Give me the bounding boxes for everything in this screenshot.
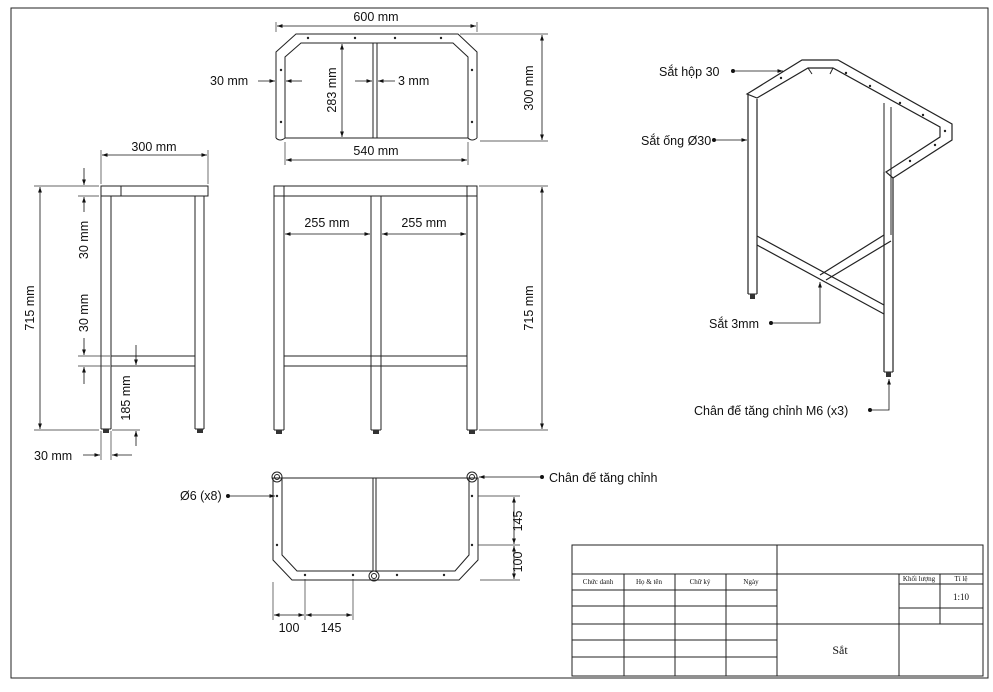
bottom-h145-dim: 145 bbox=[321, 621, 342, 635]
tb-header-date: Ngày bbox=[743, 578, 759, 586]
iso-view: Sắt hộp 30 Sắt ống Ø30 Sắt 3mm Chân đế t… bbox=[641, 59, 953, 418]
top-depth-dim: 300 mm bbox=[522, 65, 536, 110]
side-width-dim: 300 mm bbox=[131, 140, 176, 154]
top-center-bar-dim: 3 mm bbox=[398, 74, 429, 88]
front-height-dim: 715 mm bbox=[522, 285, 536, 330]
tb-mass-label: Khối lượng bbox=[903, 575, 936, 583]
top-tube-dim: 30 mm bbox=[210, 74, 248, 88]
sheet-border bbox=[10, 7, 989, 679]
side-foot-dim: 30 mm bbox=[34, 449, 72, 463]
side-top-tube-dim: 30 mm bbox=[77, 221, 91, 259]
leveling-foot-label: Chân đế tăng chỉnh bbox=[549, 471, 657, 485]
pipe-steel-label: Sắt ống Ø30 bbox=[641, 133, 711, 148]
box-steel-label: Sắt hộp 30 bbox=[659, 64, 720, 79]
bottom-view: Ø6 (x8) Chân đế tăng chỉnh 145 100 100 1… bbox=[180, 471, 657, 635]
side-height-dim: 715 mm bbox=[23, 285, 37, 330]
bottom-v100-dim: 100 bbox=[511, 552, 525, 573]
bottom-h100-dim: 100 bbox=[279, 621, 300, 635]
title-block: Chức danh Họ & tên Chữ ký Ngày Khối lượn… bbox=[571, 544, 984, 677]
holes-label: Ø6 (x8) bbox=[180, 489, 222, 503]
front-left-gap-dim: 255 mm bbox=[304, 216, 349, 230]
tb-header-name: Họ & tên bbox=[636, 578, 663, 586]
bottom-v145-dim: 145 bbox=[511, 511, 525, 532]
top-width-dim: 600 mm bbox=[353, 10, 398, 24]
side-view: 300 mm 715 mm 30 mm 30 mm 185 mm 30 mm bbox=[23, 140, 209, 463]
front-right-gap-dim: 255 mm bbox=[401, 216, 446, 230]
side-lower-dim: 185 mm bbox=[119, 375, 133, 420]
plate-steel-label: Sắt 3mm bbox=[709, 316, 759, 331]
tb-header-role: Chức danh bbox=[583, 578, 614, 586]
top-view: 600 mm 30 mm 283 mm 3 mm 300 mm 540 mm bbox=[210, 10, 548, 165]
tb-material: Sắt bbox=[832, 643, 848, 657]
top-inner-width-dim: 540 mm bbox=[353, 144, 398, 158]
tb-header-signature: Chữ ký bbox=[690, 578, 711, 586]
side-mid-tube-dim: 30 mm bbox=[77, 294, 91, 332]
tb-scale-value: 1:10 bbox=[953, 592, 970, 602]
tb-scale-label: Tỉ lệ bbox=[954, 575, 967, 583]
top-inner-depth-dim: 283 mm bbox=[325, 67, 339, 112]
front-view: 255 mm 255 mm 715 mm bbox=[273, 185, 548, 434]
leveler-label: Chân đế tăng chỉnh M6 (x3) bbox=[694, 404, 848, 418]
